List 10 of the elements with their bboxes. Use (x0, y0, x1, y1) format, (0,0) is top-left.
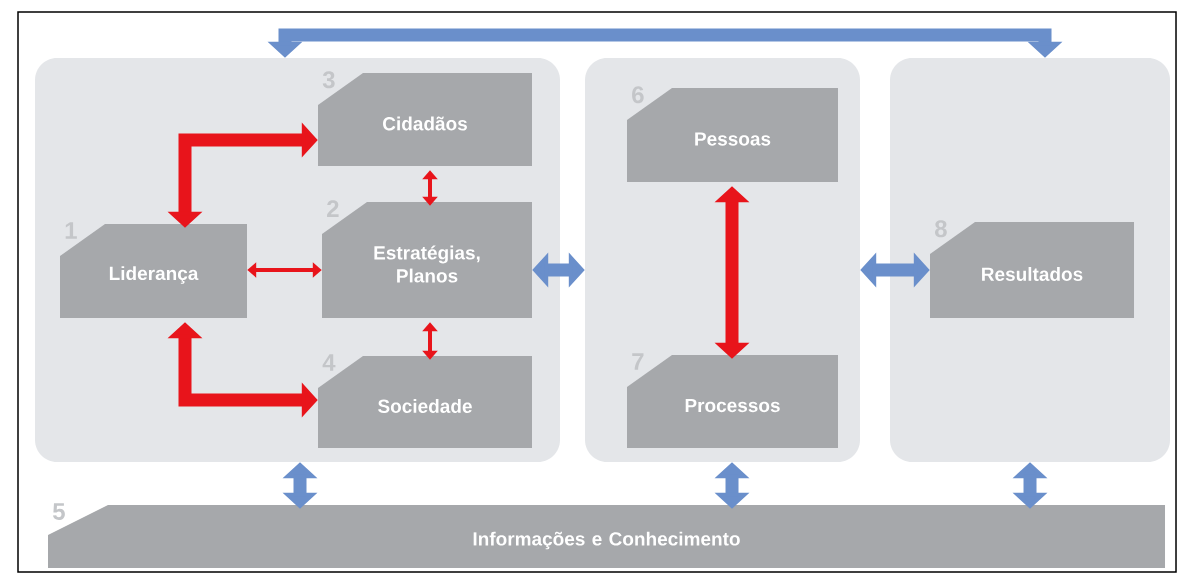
arrow (282, 462, 318, 509)
arrow (714, 462, 750, 509)
arrow (860, 252, 930, 288)
arrow (422, 322, 438, 360)
arrow (714, 186, 750, 359)
arrow (532, 252, 585, 288)
arrow (422, 170, 438, 206)
arrow (247, 262, 322, 278)
arrow (1012, 462, 1048, 509)
callout-number: 5 (52, 503, 65, 520)
